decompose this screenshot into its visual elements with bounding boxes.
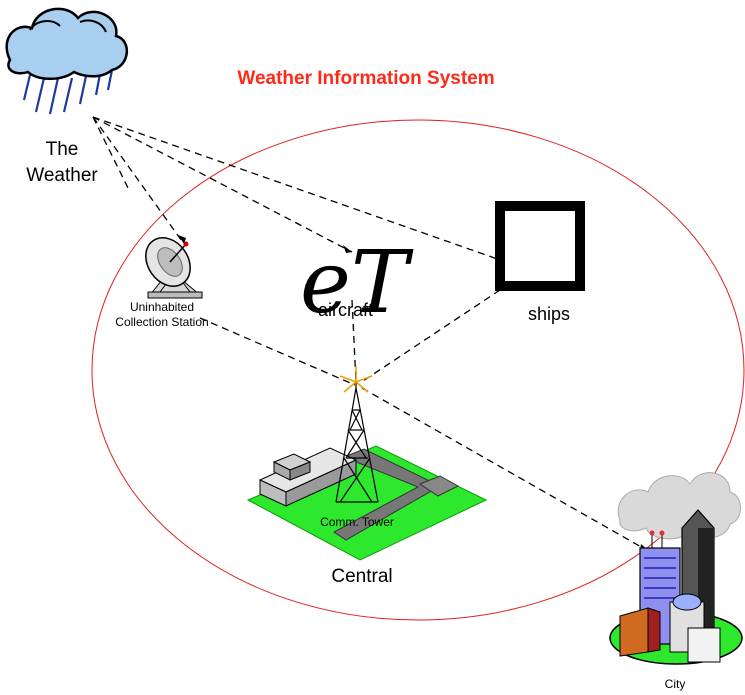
tower-label: Comm. Tower <box>320 515 394 529</box>
system-boundary-circle <box>91 119 745 621</box>
connector-ships-tower <box>359 289 501 384</box>
ship-placeholder-icon <box>495 201 585 291</box>
aircraft-label: aircraft <box>318 300 373 320</box>
connector-tower-city <box>361 387 651 553</box>
connector-aircraft-tower <box>351 299 357 383</box>
storm-cloud-icon <box>5 7 128 115</box>
connector-weather-ships <box>92 116 507 263</box>
central-label: Central <box>331 566 392 587</box>
city-icon <box>609 472 743 665</box>
central-facility <box>246 445 488 561</box>
city-label: City <box>665 677 686 691</box>
weather-label-line1: The <box>46 139 79 160</box>
connectors <box>92 116 651 553</box>
aircraft-glyph-icon: eT <box>300 233 414 333</box>
diagram-title: Weather Information System <box>237 68 494 89</box>
weather-label-line2: Weather <box>26 165 98 186</box>
connector-weather-aircraft <box>92 116 353 253</box>
connector-weather-left <box>92 116 129 189</box>
tower-signal-icon <box>339 366 373 393</box>
satellite-dish-icon <box>145 237 203 299</box>
radio-tower-icon <box>335 370 379 503</box>
station-label-line1: Uninhabited <box>130 300 194 314</box>
ships-label: ships <box>528 304 570 324</box>
connector-weather-station <box>92 116 185 245</box>
station-label-line2: Collection Station <box>115 315 208 329</box>
connector-station-tower <box>199 317 356 386</box>
